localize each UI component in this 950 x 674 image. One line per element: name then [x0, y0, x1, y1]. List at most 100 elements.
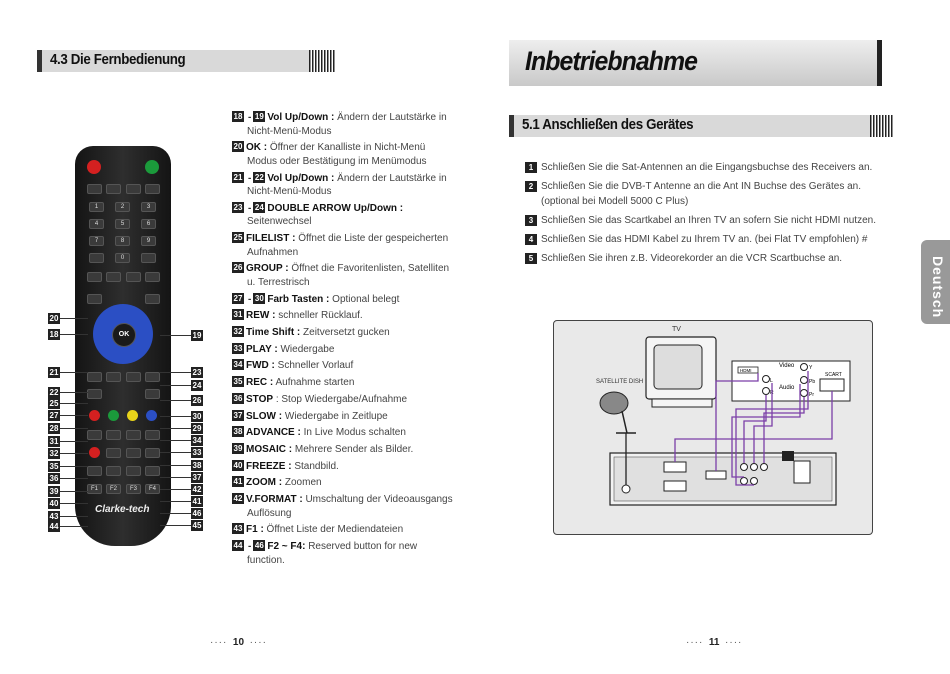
step-number: 2: [525, 181, 537, 192]
brand-logo: Clarke-tech: [95, 504, 150, 515]
power-button-icon: [87, 160, 101, 174]
callout-right: 33: [191, 447, 203, 458]
callout-left: 43: [48, 511, 60, 522]
callout-left: 44: [48, 521, 60, 532]
page-number-left: ···· 10 ····: [210, 637, 267, 648]
callout-left: 25: [48, 398, 60, 409]
connection-diagram: TV SATELLITE DISH HDMI Video Audio SCART…: [553, 320, 873, 535]
callout-line: [160, 335, 191, 336]
svg-text:Pb: Pb: [809, 379, 815, 385]
callout-line: [60, 441, 88, 442]
callout-line: [160, 513, 191, 514]
callout-line: [160, 428, 191, 429]
callout-line: [60, 372, 88, 373]
scart-plug-icon: [782, 451, 794, 461]
callout-right: 30: [191, 411, 203, 422]
callout-line: [60, 403, 88, 404]
callout-line: [160, 489, 191, 490]
tv-label: TV: [672, 326, 681, 333]
callout-right: 19: [191, 330, 203, 341]
callout-line: [60, 503, 88, 504]
callout-left: 20: [48, 313, 60, 324]
connection-step: 2 Schließen Sie die DVB-T Antenne an die …: [525, 179, 895, 209]
callout-left: 35: [48, 461, 60, 472]
step-text: Schließen Sie das HDMI Kabel zu Ihrem TV…: [541, 234, 868, 245]
section-header-connect: 5.1 Anschließen des Gerätes: [509, 115, 894, 137]
callout-line: [60, 466, 88, 467]
step-number: 3: [525, 215, 537, 226]
callout-line: [60, 453, 88, 454]
callout-right: 29: [191, 423, 203, 434]
green-button-icon: [108, 410, 119, 421]
page-number-right: ···· 11 ····: [686, 637, 743, 648]
chapter-banner: Inbetriebnahme: [509, 40, 882, 86]
callout-line: [60, 428, 88, 429]
callout-line: [60, 516, 88, 517]
mute-button-icon: [145, 184, 160, 194]
callout-line: [160, 477, 191, 478]
callout-right: 41: [191, 496, 203, 507]
callout-left: 28: [48, 423, 60, 434]
callout-line: [60, 478, 88, 479]
svg-text:Audio: Audio: [779, 385, 795, 391]
callout-right: 24: [191, 380, 203, 391]
rec-button-icon: [89, 447, 100, 458]
callout-left: 31: [48, 436, 60, 447]
audio-button-icon: [126, 184, 141, 194]
callout-line: [60, 415, 88, 416]
hdmi-port-icon: [737, 366, 759, 374]
barcode-decoration: [870, 115, 894, 137]
step-number: 1: [525, 162, 537, 173]
callout-line: [160, 452, 191, 453]
text-button-icon: [87, 184, 102, 194]
yellow-button-icon: [127, 410, 138, 421]
green-mode-button-icon: [145, 160, 159, 174]
callout-line: [160, 416, 191, 417]
svg-text:Y: Y: [809, 365, 813, 371]
callout-left: 39: [48, 486, 60, 497]
svg-text:HDMI: HDMI: [740, 368, 752, 373]
callout-line: [160, 372, 191, 373]
callout-right: 26: [191, 395, 203, 406]
callout-line: [160, 385, 191, 386]
red-button-icon: [89, 410, 100, 421]
callout-right: 37: [191, 472, 203, 483]
step-text: Schließen Sie die DVB-T Antenne an die A…: [541, 181, 862, 207]
callout-line: [160, 525, 191, 526]
callout-line: [160, 501, 191, 502]
section-title: 5.1 Anschließen des Gerätes: [522, 117, 694, 133]
callout-left: 22: [48, 387, 60, 398]
language-tab: Deutsch: [921, 240, 950, 324]
satellite-dish-icon: [599, 391, 629, 415]
svg-text:L: L: [770, 378, 773, 384]
section-header-remote: 4.3 Die Fernbedienung: [37, 50, 335, 72]
connection-diagram-drawing: TV SATELLITE DISH HDMI Video Audio SCART…: [596, 326, 851, 506]
callout-right: 23: [191, 367, 203, 378]
dish-label: SATELLITE DISH: [596, 379, 643, 385]
callout-left: 27: [48, 410, 60, 421]
callout-line: [60, 318, 88, 319]
callout-right: 45: [191, 520, 203, 531]
